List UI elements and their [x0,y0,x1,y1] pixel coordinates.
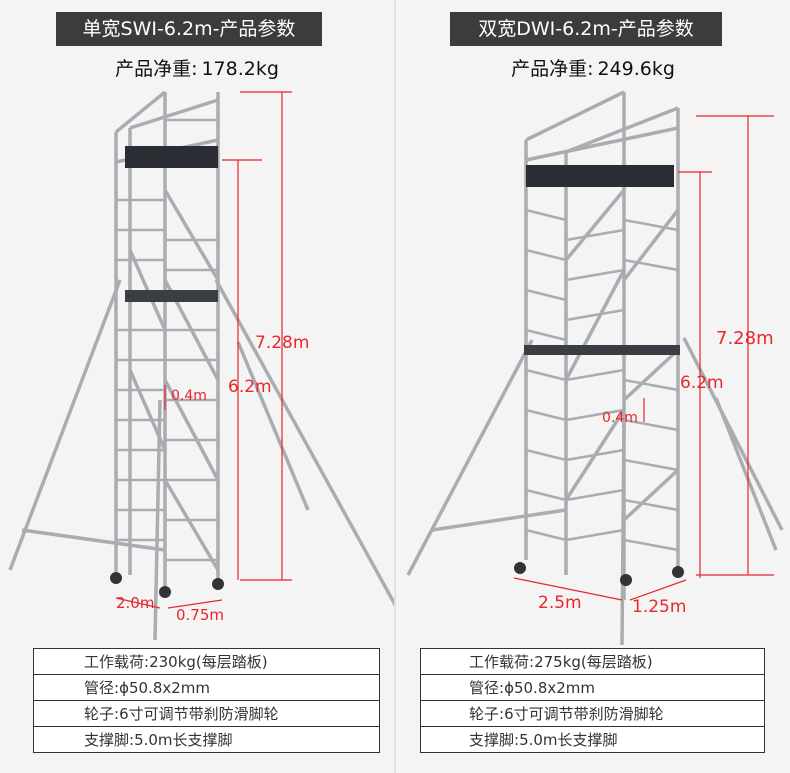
top-platform [125,146,218,168]
scaffold-double-width-diagram: 7.28m 6.2m 0.4m 2.5m 1.25m [406,90,784,645]
scaffold-single-width-diagram: 7.28m 6.2m 0.4m 2.0m 0.75m [8,90,394,641]
spec-row: 轮子:6寸可调节带刹防滑脚轮 [420,700,765,727]
middle-platform [125,290,218,302]
dim-total-height: 7.28m [716,328,774,349]
dim-length: 2.0m [116,594,154,612]
dim-width: 0.75m [176,606,224,624]
dim-rung-spacing: 0.4m [171,388,207,404]
panel-double-width: 双宽DWI-6.2m-产品参数 产品净重:249.6kg [396,0,790,773]
dimension-lines [513,115,774,601]
net-weight-label: 产品净重: [511,58,594,80]
castor-wheels [110,572,224,598]
net-weight-label: 产品净重: [115,58,198,80]
spec-row: 管径:ϕ50.8x2mm [33,674,380,701]
dim-width: 1.25m [632,597,686,617]
spec-row: 轮子:6寸可调节带刹防滑脚轮 [33,700,380,727]
middle-platform [524,345,680,355]
spec-row: 管径:ϕ50.8x2mm [420,674,765,701]
panel-title: 双宽DWI-6.2m-产品参数 [450,12,722,46]
castor-wheels [514,562,684,586]
spec-row: 工作载荷:275kg(每层踏板) [420,648,765,675]
dim-rung-spacing: 0.4m [602,410,638,426]
spec-table: 工作载荷:275kg(每层踏板) 管径:ϕ50.8x2mm 轮子:6寸可调节带刹… [420,648,765,753]
net-weight: 产品净重:249.6kg [396,54,790,81]
dim-length: 2.5m [538,593,582,613]
spec-row: 支撑脚:5.0m长支撑脚 [420,726,765,753]
spec-table: 工作载荷:230kg(每层踏板) 管径:ϕ50.8x2mm 轮子:6寸可调节带刹… [33,648,380,753]
dim-total-height: 7.28m [255,333,309,353]
net-weight-value: 178.2kg [201,58,279,80]
dim-platform-height: 6.2m [228,377,272,397]
net-weight-value: 249.6kg [597,58,675,80]
top-platform [526,165,674,187]
scaffold-frame [8,90,394,641]
spec-row: 支撑脚:5.0m长支撑脚 [33,726,380,753]
panel-title: 单宽SWI-6.2m-产品参数 [56,12,322,46]
panel-single-width: 单宽SWI-6.2m-产品参数 产品净重:178.2kg [0,0,394,773]
dim-platform-height: 6.2m [680,373,724,393]
net-weight: 产品净重:178.2kg [0,54,394,81]
panel-divider [394,0,396,773]
spec-row: 工作载荷:230kg(每层踏板) [33,648,380,675]
dimension-lines [115,91,292,609]
